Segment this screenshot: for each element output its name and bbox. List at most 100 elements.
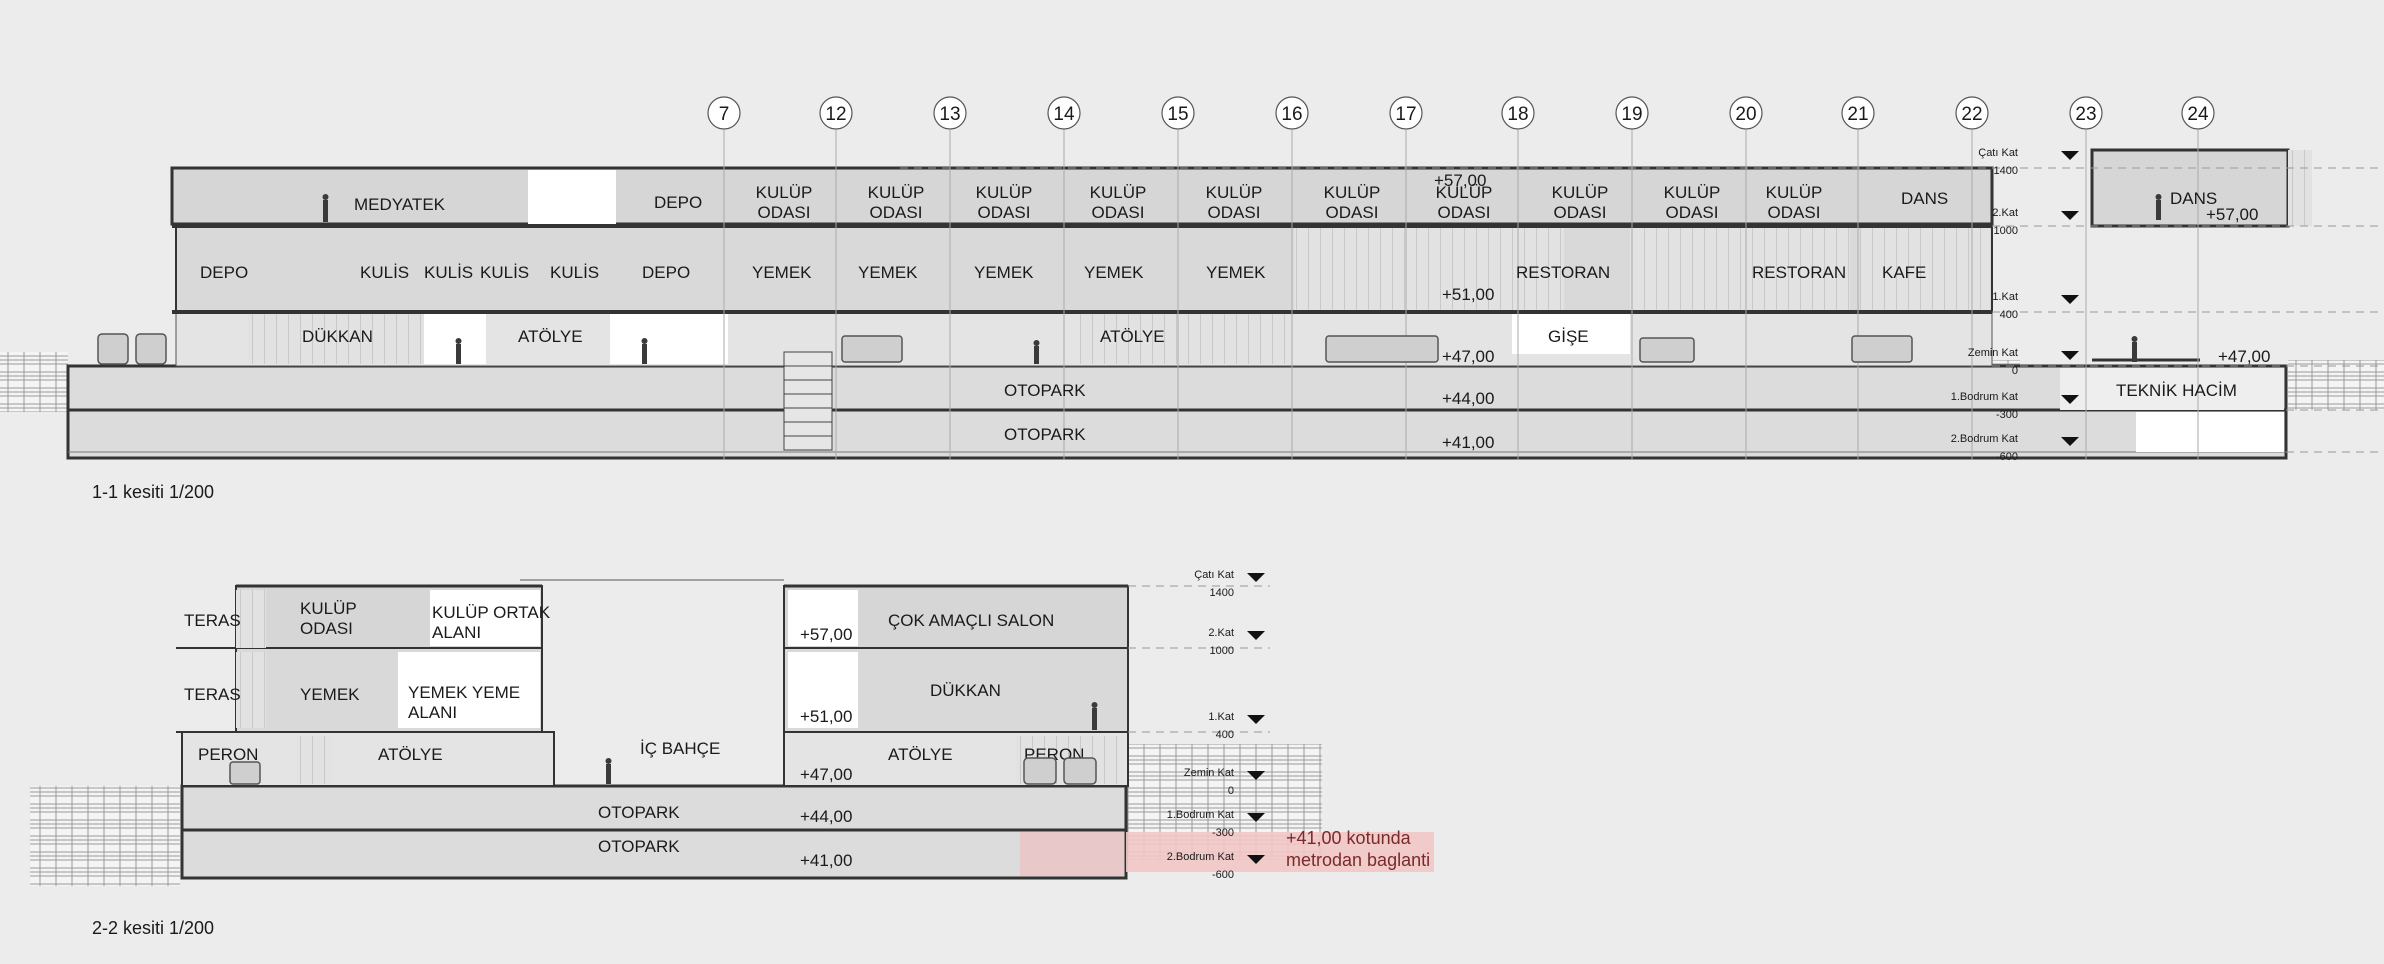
section-2-caption: 2-2 kesiti 1/200: [92, 918, 214, 938]
room-cok-amacli: ÇOK AMAÇLI SALON: [888, 611, 1054, 630]
room-kulup-line2: ODASI: [1768, 203, 1821, 222]
room-depo-left: DEPO: [200, 263, 248, 282]
room-kulup-line2: ODASI: [1438, 203, 1491, 222]
room-gise: GİŞE: [1548, 327, 1589, 346]
metro-note-line2: metrodan baglanti: [1286, 850, 1430, 870]
section-2-2: [30, 579, 1434, 886]
level-name: 2.Bodrum Kat: [1167, 851, 1234, 863]
room-otopark-2: OTOPARK: [598, 837, 680, 856]
section-2-labels: TERAS TERAS KULÜP ODASI KULÜP ORTAK ALAN…: [92, 599, 1430, 938]
room-teras-mid: TERAS: [184, 685, 241, 704]
level-value: -300: [1212, 827, 1234, 839]
room-kulup-line1: KULÜP: [756, 183, 813, 202]
level-triangle: [1247, 771, 1265, 780]
level-value: -600: [1212, 869, 1234, 881]
room-restoran-2: RESTORAN: [1752, 263, 1846, 282]
level-name: 1.Kat: [1992, 291, 2018, 303]
room-kulup-line1: KULÜP: [1436, 183, 1493, 202]
grid-number: 20: [1735, 104, 1756, 125]
stair: [783, 351, 833, 451]
room-dukkan: DÜKKAN: [930, 681, 1001, 700]
grid-number: 19: [1621, 104, 1642, 125]
room-teknik: TEKNİK HACİM: [2116, 381, 2237, 400]
room-kulup-line1: KULÜP: [1664, 183, 1721, 202]
room-kulup-line1: KULÜP: [1766, 183, 1823, 202]
room-kulis-4: KULİS: [550, 263, 599, 282]
level-name: Zemin Kat: [1184, 767, 1234, 779]
metro-connection-highlight: [1126, 832, 1434, 872]
grid-bubble: [2069, 96, 2103, 130]
room-yemek-3: YEMEK: [974, 263, 1034, 282]
level-triangle: [1247, 813, 1265, 822]
grid-bubble: [2181, 96, 2215, 130]
room-depo-mid: DEPO: [642, 263, 690, 282]
grid-number: 22: [1961, 104, 1982, 125]
level-name: 2.Bodrum Kat: [1951, 433, 2018, 445]
grid-bubble: [1389, 96, 1423, 130]
dans-block: [2090, 148, 2290, 228]
room-otopark-1: OTOPARK: [1004, 381, 1086, 400]
section-1-labels: MEDYATEK DEPO DEPO DEPO KULİS KULİS KULİ…: [92, 171, 2270, 502]
grid-number: 17: [1395, 104, 1416, 125]
level-triangle: [1247, 573, 1265, 582]
elev-41: +41,00: [1442, 433, 1494, 452]
room-ic-bahce: İÇ BAHÇE: [640, 739, 720, 758]
room-kulup-line1: KULÜP: [868, 183, 925, 202]
grid-number: 24: [2187, 104, 2209, 125]
level-triangle: [2061, 295, 2079, 304]
grid-number: 13: [939, 104, 960, 125]
room-atolye-left: ATÖLYE: [378, 745, 443, 764]
room-atolye-right: ATÖLYE: [888, 745, 953, 764]
level-value: -300: [1996, 409, 2018, 421]
room-kulup-line2: ODASI: [1326, 203, 1379, 222]
elev2-51: +51,00: [800, 707, 852, 726]
floor-2-band: [170, 166, 1994, 226]
section-1-1: [0, 148, 2384, 460]
room-dans-right: DANS: [2170, 189, 2217, 208]
room-kulup-line1: KULÜP: [1552, 183, 1609, 202]
room-otopark-1: OTOPARK: [598, 803, 680, 822]
level-name: Çatı Kat: [1194, 569, 1234, 581]
level-name: 2.Kat: [1992, 207, 2018, 219]
vehicles: [97, 333, 1913, 785]
room-kulis-2: KULİS: [424, 263, 473, 282]
room-kulup-ortak-l1: KULÜP ORTAK: [432, 603, 551, 622]
level-value: 1000: [1210, 645, 1234, 657]
grid-bubble: [933, 96, 967, 130]
grid-bubble: [1047, 96, 1081, 130]
room-kulis-1: KULİS: [360, 263, 409, 282]
room-yemek-1: YEMEK: [752, 263, 812, 282]
level-name: 1.Bodrum Kat: [1951, 391, 2018, 403]
room-kulup-line1: KULÜP: [1324, 183, 1381, 202]
elev-47: +47,00: [1442, 347, 1494, 366]
room-peron-left: PERON: [198, 745, 258, 764]
level-name: 1.Bodrum Kat: [1167, 809, 1234, 821]
basement-block: [66, 364, 2288, 460]
elev-57: +57,00: [1434, 171, 1486, 190]
elev-57-right: +57,00: [2206, 205, 2258, 224]
room-kulup-line1: KULÜP: [1206, 183, 1263, 202]
room-yemek-5: YEMEK: [1206, 263, 1266, 282]
room-kulup-line2: ODASI: [978, 203, 1031, 222]
room-kulup-line2: ODASI: [870, 203, 923, 222]
room-yemek-4: YEMEK: [1084, 263, 1144, 282]
room-otopark-2: OTOPARK: [1004, 425, 1086, 444]
room-kulup-odasi-l2: ODASI: [300, 619, 353, 638]
grid-bubble: [1161, 96, 1195, 130]
basement-2: [180, 784, 1128, 880]
elev2-47: +47,00: [800, 765, 852, 784]
room-kulup-line2: ODASI: [1666, 203, 1719, 222]
level-value: 400: [2000, 309, 2018, 321]
elev-47-right: +47,00: [2218, 347, 2270, 366]
room-yemek-yeme-l2: ALANI: [408, 703, 457, 722]
room-teras-top: TERAS: [184, 611, 241, 630]
metro-note-line1: +41,00 kotunda: [1286, 828, 1412, 848]
grid-number: 18: [1507, 104, 1528, 125]
terrain-left: [0, 352, 68, 412]
grid-number: 23: [2075, 104, 2096, 125]
level-value: 0: [1228, 785, 1234, 797]
room-dukkan: DÜKKAN: [302, 327, 373, 346]
room-depo-top: DEPO: [654, 193, 702, 212]
